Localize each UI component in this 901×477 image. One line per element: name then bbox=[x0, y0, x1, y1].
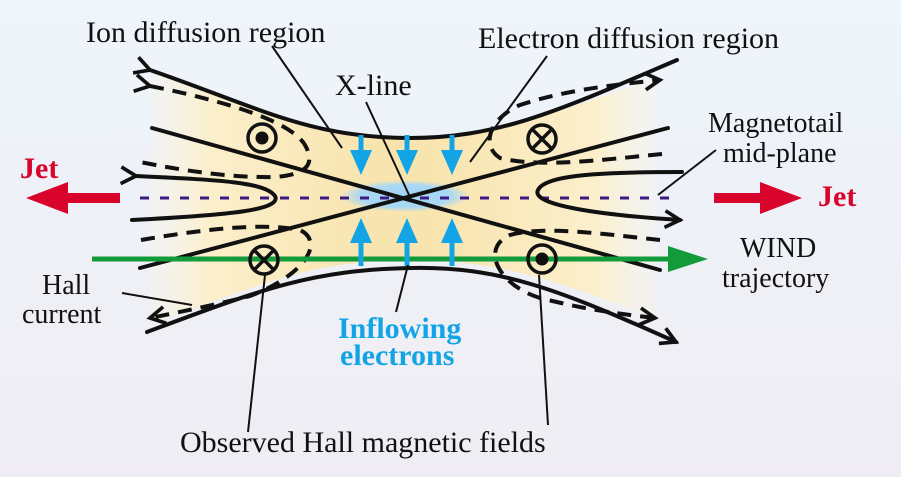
wind-trajectory-arrowhead bbox=[668, 246, 708, 272]
hall-current-lower-right bbox=[493, 228, 661, 318]
field-line-top bbox=[150, 60, 679, 141]
leader-inflowing-electrons bbox=[395, 264, 409, 313]
out-of-page-field-icon bbox=[246, 122, 278, 154]
leader-x-line bbox=[365, 101, 411, 198]
label-electrons: electrons bbox=[340, 339, 454, 372]
up-arrow-icon bbox=[441, 218, 463, 266]
down-arrow-icon bbox=[396, 135, 418, 175]
leader-observed-hall-left bbox=[247, 274, 266, 433]
field-line-bottom bbox=[145, 265, 676, 342]
leader-electron-diffusion bbox=[469, 55, 548, 163]
hall-current-upper-left bbox=[140, 86, 312, 180]
label-mid-plane: mid-plane bbox=[723, 138, 837, 169]
label-observed-hall-fields: Observed Hall magnetic fields bbox=[180, 426, 546, 459]
label-jet-left: Jet bbox=[20, 152, 58, 185]
label-magnetotail: Magnetotail bbox=[708, 108, 844, 139]
inflow-arrows-top bbox=[350, 135, 463, 175]
label-x-line: X-line bbox=[335, 69, 412, 102]
label-electron-diffusion-region: Electron diffusion region bbox=[478, 22, 779, 55]
leader-observed-hall-right bbox=[538, 274, 549, 426]
jet-right-arrow-icon bbox=[714, 182, 802, 214]
field-line-right-hairpin bbox=[535, 170, 684, 220]
separatrix-line-b bbox=[138, 126, 670, 270]
inflow-arrows-bottom bbox=[350, 218, 463, 266]
into-page-field-icon bbox=[526, 123, 558, 155]
leader-ion-diffusion bbox=[271, 45, 343, 149]
label-inflowing: Inflowing bbox=[338, 312, 461, 345]
label-trajectory: trajectory bbox=[722, 263, 829, 294]
label-wind: WIND bbox=[740, 233, 816, 264]
down-arrow-icon bbox=[441, 135, 463, 175]
jet-left-arrow-icon bbox=[26, 182, 120, 214]
down-arrow-icon bbox=[350, 135, 372, 175]
up-arrow-icon bbox=[350, 218, 372, 266]
leader-mid-plane bbox=[657, 149, 717, 196]
label-hall: Hall bbox=[42, 270, 90, 301]
label-ion-diffusion-region: Ion diffusion region bbox=[86, 16, 325, 49]
up-arrow-icon bbox=[396, 218, 418, 266]
leader-hall-current bbox=[121, 292, 193, 306]
label-current: current bbox=[22, 299, 102, 330]
label-jet-right: Jet bbox=[818, 180, 856, 213]
field-line-left-hairpin bbox=[132, 176, 278, 222]
into-page-field-icon bbox=[248, 244, 280, 276]
hall-current-lower-left bbox=[140, 224, 313, 318]
out-of-page-field-icon bbox=[526, 243, 558, 275]
